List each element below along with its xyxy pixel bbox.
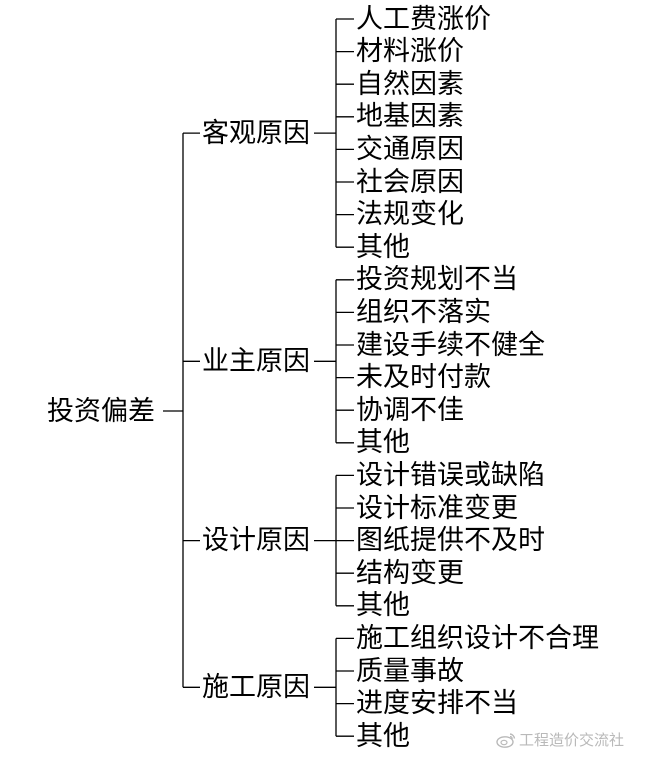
group-label: 施工原因 [202, 671, 310, 703]
weibo-icon [496, 733, 516, 748]
watermark-text: 工程造价交流社 [519, 731, 625, 749]
root-label: 投资偏差 [47, 395, 155, 427]
leaf-item: 施工组织设计不合理 [356, 622, 599, 654]
leaf-item: 交通原因 [356, 133, 464, 165]
group-label: 业主原因 [202, 345, 310, 377]
leaf-item: 材料涨价 [356, 36, 464, 68]
leaf-item: 组织不落实 [356, 296, 491, 328]
group-label: 设计原因 [202, 525, 310, 557]
leaf-item: 自然因素 [356, 68, 464, 100]
watermark: 工程造价交流社 [496, 729, 624, 750]
leaf-item: 其他 [356, 590, 410, 622]
leaf-item: 结构变更 [356, 557, 464, 589]
leaf-item: 其他 [356, 231, 410, 263]
leaf-item: 设计标准变更 [356, 492, 518, 524]
leaf-item: 人工费涨价 [356, 3, 491, 35]
leaf-item: 进度安排不当 [356, 688, 518, 720]
leaf-item: 投资规划不当 [356, 264, 518, 296]
leaf-item: 法规变化 [356, 199, 464, 231]
leaf-item: 其他 [356, 720, 410, 752]
leaf-item: 其他 [356, 427, 410, 459]
leaf-item: 设计错误或缺陷 [356, 459, 545, 491]
leaf-item: 图纸提供不及时 [356, 525, 545, 557]
leaf-item: 未及时付款 [356, 362, 491, 394]
leaf-item: 协调不佳 [356, 394, 464, 426]
leaf-item: 建设手续不健全 [356, 329, 545, 361]
leaf-item: 社会原因 [356, 166, 464, 198]
leaf-item: 地基因素 [356, 101, 464, 133]
group-label: 客观原因 [202, 117, 310, 149]
leaf-item: 质量事故 [356, 655, 464, 687]
